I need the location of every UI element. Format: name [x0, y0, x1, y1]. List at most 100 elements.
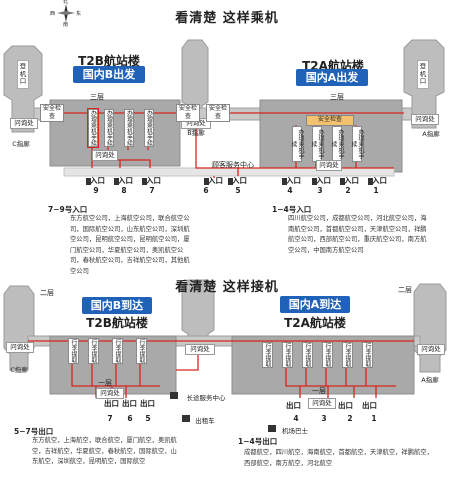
door-icon: [142, 178, 147, 185]
checkin-b-3: 办理乘机手续: [124, 109, 134, 147]
arrival-heading: 看清楚 这样接机: [175, 280, 279, 295]
baggage-a-6: 行李提取: [362, 342, 373, 368]
arrival-wing-c: C指廊: [10, 366, 28, 374]
t2b-name: T2B航站楼: [78, 54, 140, 68]
baggage-b-1: 行李提取: [68, 338, 79, 364]
exit-label-6: 出口: [122, 399, 137, 408]
baggage-a-1: 行李提取: [262, 342, 273, 368]
t2a-arrival-band: 国内A到达: [280, 296, 350, 313]
arrival-inquiry-mid: 问询处: [185, 344, 215, 355]
note-b-title: 7−9号入口: [48, 205, 88, 214]
customer-service-center: 顾客服务中心: [212, 161, 254, 169]
t2a-arrival-name: T2A航站楼: [284, 316, 346, 330]
door-icon: [282, 178, 287, 185]
baggage-b-3: 行李提取: [112, 338, 123, 364]
entrance-2: 2: [345, 186, 351, 195]
t2a-departure-band: 国内A出发: [296, 69, 368, 86]
t2b-departure-band: 国内B出发: [73, 66, 145, 83]
arrival-note-b-airlines: 东方航空，上海航空，联合航空，厦门航空，奥凯航空，吉祥航空，华夏航空，春秋航空，…: [32, 437, 177, 465]
inquiry-a-pier: 问询处: [411, 114, 439, 125]
floor-2-b: 二层: [40, 289, 54, 297]
taxi-icon: [182, 415, 190, 422]
t2b-arrival-band: 国内B到达: [82, 297, 152, 314]
arrival-note-a-title: 1−4号出口: [238, 437, 278, 446]
departure-heading: 看清楚 这样乘机: [175, 11, 279, 26]
entrance-6: 6: [203, 186, 209, 195]
entrance-8: 8: [121, 186, 127, 195]
exit-label-5: 出口: [140, 399, 155, 408]
compass-rose-icon: [57, 4, 75, 22]
baggage-b-2: 行李提取: [88, 338, 99, 364]
exit-3: 3: [321, 414, 327, 423]
checkin-b-1: 办理乘机手续: [88, 109, 98, 147]
checkin-a-2: 办理乘机手续: [310, 126, 324, 162]
checkin-b-2: 办理乘机手续: [104, 109, 114, 147]
gate-c-label: 登机口: [17, 60, 29, 89]
entrance-numbers: 9 8 7 6 5 4 3 2 1: [60, 186, 400, 200]
checkin-b-4: 办理乘机手续: [144, 109, 154, 147]
entrance-row: 入口 入口 入口 入口 入口 入口 入口 入口 入口: [60, 172, 390, 202]
entrance-label-1: 入口: [372, 176, 387, 185]
exit-2: 2: [347, 414, 353, 423]
entrance-4: 4: [287, 186, 293, 195]
checkin-a-1: 办理乘机手续: [290, 126, 304, 162]
entrance-icons: [86, 178, 373, 185]
entrance-label-2: 入口: [344, 176, 359, 185]
baggage-a-5: 行李提取: [342, 342, 353, 368]
security-b-right: 安全检查: [176, 104, 200, 122]
exit-label-4: 出口: [286, 401, 301, 410]
entrance-3: 3: [317, 186, 323, 195]
entrance-7: 7: [149, 186, 155, 195]
inquiry-b: 问询处: [92, 150, 118, 161]
note-a-airlines: 四川航空公司，成都航空公司，河北航空公司，海南航空公司，首都航空公司，天津航空公…: [288, 215, 427, 254]
entrance-9: 9: [93, 186, 99, 195]
entrance-label-9: 入口: [90, 176, 105, 185]
baggage-b-4: 行李提取: [136, 338, 147, 364]
compass-east: 东: [76, 11, 82, 17]
exit-label-7: 出口: [104, 399, 119, 408]
floor-3-a: 三层: [330, 93, 344, 101]
exit-7: 7: [107, 414, 113, 423]
long-distance-service: 长途服务中心: [186, 394, 226, 402]
checkin-a-3: 办理乘机手续: [330, 126, 344, 162]
exit-1: 1: [371, 414, 377, 423]
t2b-arrival-name: T2B航站楼: [86, 316, 148, 330]
security-b-left: 安全检查: [206, 104, 230, 122]
entrance-label-8: 入口: [118, 176, 133, 185]
baggage-a-3: 行李提取: [302, 342, 313, 368]
entrance-label-4: 入口: [286, 176, 301, 185]
exit-label-2: 出口: [338, 401, 353, 410]
entrance-label-3: 入口: [316, 176, 331, 185]
note-a-title: 1−4号入口: [272, 205, 312, 214]
taxi-label: 出租车: [195, 417, 215, 425]
baggage-a-4: 行李提取: [322, 342, 333, 368]
bus-station-icon: [170, 392, 178, 399]
arrival-note-b-title: 5−7号出口: [14, 427, 54, 436]
door-icon: [368, 178, 373, 185]
entrance-label-6: 入口: [208, 176, 223, 185]
wing-c: C指廊: [12, 140, 30, 148]
note-b-airlines: 东方航空公司，上海航空公司，联合航空公司，国际航空公司，山东航空公司，深圳航空公…: [70, 215, 190, 275]
arrival-inquiry-c: 问询处: [6, 342, 34, 353]
exit-label-1: 出口: [362, 401, 377, 410]
inquiry-a: 问询处: [316, 160, 342, 171]
compass: 北 南 西 东: [50, 0, 81, 28]
compass-south: 南: [63, 22, 69, 28]
gate-a-label: 登机口: [417, 60, 429, 89]
inquiry-c: 问询处: [10, 118, 38, 129]
exit-6: 6: [127, 414, 133, 423]
floor-1-a: 一层: [312, 387, 326, 395]
floor-2-a: 二层: [398, 286, 412, 294]
wing-a: A指廊: [422, 130, 440, 138]
exit-5: 5: [145, 414, 151, 423]
arrival-note-a-airlines: 成都航空，四川航空，海南航空，首都航空，天津航空，祥鹏航空，西部航空，南方航空，…: [244, 449, 433, 467]
wing-b: B指廊: [187, 129, 205, 137]
compass-north: 北: [63, 0, 69, 5]
airport-bus-label: 机场巴士: [282, 427, 308, 435]
door-icon: [340, 178, 345, 185]
arrival-inquiry-b: 问询处: [96, 388, 124, 399]
compass-west: 西: [50, 11, 56, 17]
door-icon: [228, 178, 233, 185]
entrance-label-7: 入口: [146, 176, 161, 185]
arrival-inquiry-a: 问询处: [308, 398, 336, 409]
